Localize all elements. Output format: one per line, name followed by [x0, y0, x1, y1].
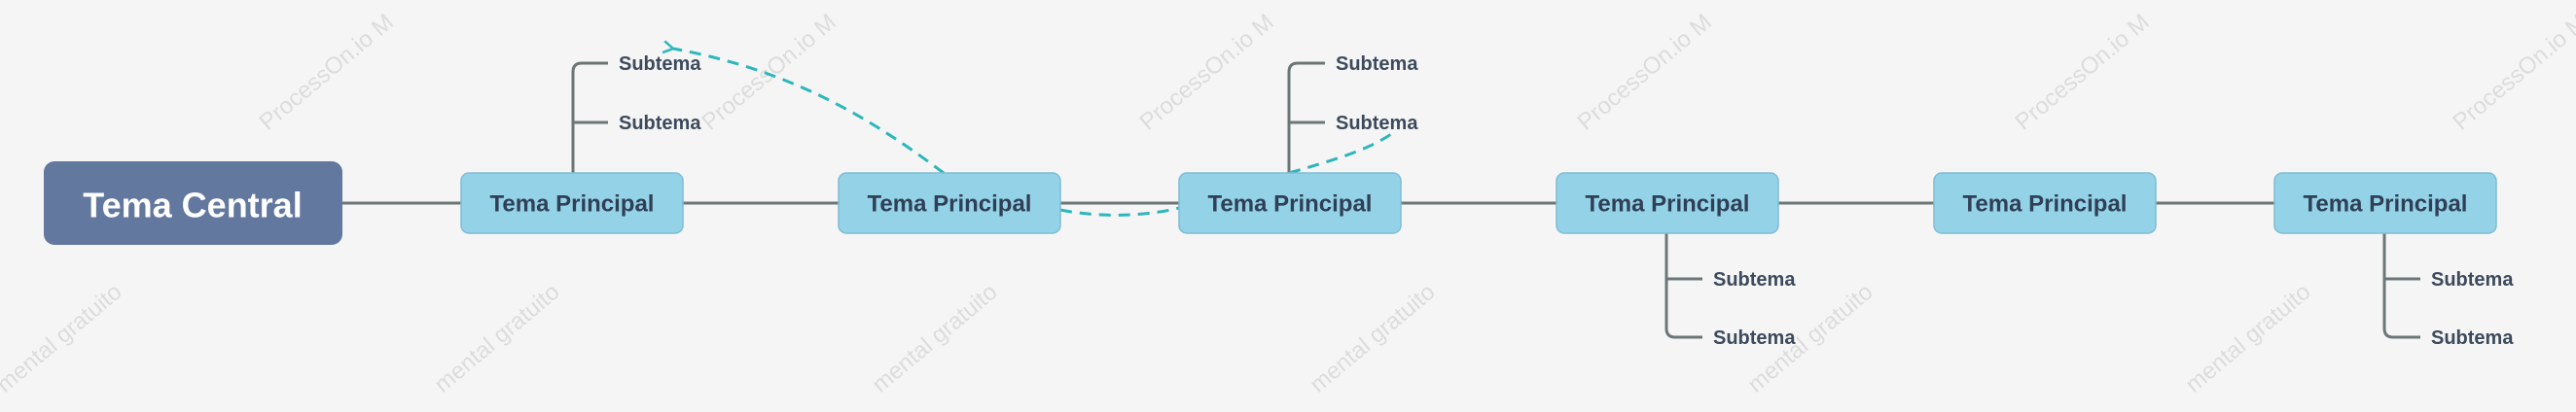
- main-topic-box: [838, 172, 1061, 234]
- main-topic-box: [2273, 172, 2497, 234]
- subtopic-label[interactable]: Subtema: [1713, 327, 1796, 349]
- main-topic-box: [1556, 172, 1779, 234]
- main-topic-1[interactable]: Tema Principal: [460, 172, 684, 234]
- subtopic-label[interactable]: Subtema: [619, 53, 701, 75]
- main-topic-box: [1933, 172, 2157, 234]
- watermark-text: mental gratuito: [0, 279, 126, 398]
- main-topic-label: Tema Principal: [2304, 191, 2468, 218]
- watermark-text: mental gratuito: [430, 279, 565, 398]
- watermark-text: ProcessOn.io M: [255, 9, 399, 135]
- relation-line: [1288, 132, 1392, 175]
- subtopics: Subtema Subtema Subtema Subtema Subtema …: [619, 53, 2514, 349]
- branch-line: [1287, 61, 1325, 173]
- subtopic-label[interactable]: Subtema: [2431, 327, 2514, 349]
- subtopic-label[interactable]: Subtema: [1336, 53, 1418, 75]
- relation-arrow: [673, 49, 945, 175]
- watermark-text: ProcessOn.io M: [2449, 9, 2576, 135]
- subtopic-label[interactable]: Subtema: [619, 113, 701, 134]
- watermark-text: mental gratuito: [2181, 279, 2316, 398]
- central-topic-label: Tema Central: [83, 186, 302, 225]
- relation-line: [1059, 206, 1180, 217]
- main-topic-label: Tema Principal: [490, 191, 655, 218]
- watermark-text: ProcessOn.io M: [1573, 9, 1717, 135]
- watermark-text: ProcessOn.io M: [2011, 9, 2155, 135]
- subtopic-label[interactable]: Subtema: [2431, 269, 2514, 291]
- main-topic-4[interactable]: Tema Principal: [1556, 172, 1779, 234]
- main-topic-box: [460, 172, 684, 234]
- watermark-text: mental gratuito: [1306, 279, 1441, 398]
- main-topic-label: Tema Principal: [868, 191, 1032, 218]
- relation-connectors: [673, 49, 1392, 217]
- main-topic-2[interactable]: Tema Principal: [838, 172, 1061, 234]
- subtopic-connectors: [571, 61, 2420, 339]
- main-topic-label: Tema Principal: [1586, 191, 1750, 218]
- main-topic-6[interactable]: Tema Principal: [2273, 172, 2497, 234]
- main-topic-box: [1178, 172, 1402, 234]
- central-topic[interactable]: Tema Central: [44, 161, 342, 245]
- branch-line: [1664, 233, 1702, 339]
- subtopic-label[interactable]: Subtema: [1713, 269, 1796, 291]
- watermark-text: ProcessOn.io M: [698, 9, 841, 135]
- branch-line: [571, 61, 608, 173]
- main-topic-label: Tema Principal: [1208, 191, 1373, 218]
- watermark-text: mental gratuito: [868, 279, 1003, 398]
- main-topic-label: Tema Principal: [1963, 191, 2128, 218]
- main-topic-5[interactable]: Tema Principal: [1933, 172, 2157, 234]
- branch-line: [2382, 233, 2420, 339]
- central-topic-box: [44, 161, 342, 245]
- main-topic-3[interactable]: Tema Principal: [1178, 172, 1402, 234]
- subtopic-label[interactable]: Subtema: [1336, 113, 1418, 134]
- watermark-text: ProcessOn.io M: [1135, 9, 1279, 135]
